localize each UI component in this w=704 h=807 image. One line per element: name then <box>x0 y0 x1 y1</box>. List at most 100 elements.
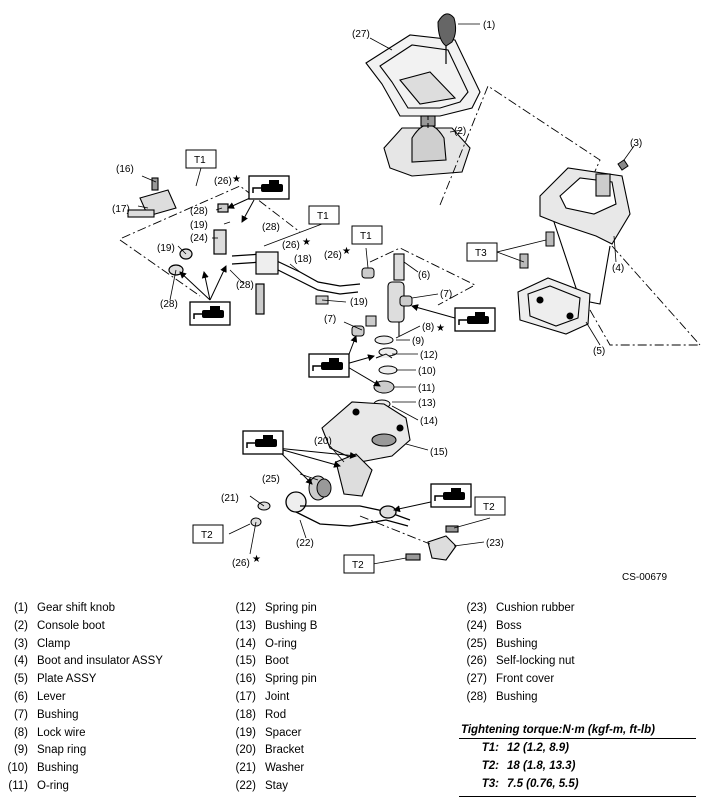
callout-8: (8) <box>422 322 434 333</box>
console-boot-part <box>383 115 471 177</box>
legend-part-name: Boot and insulator ASSY <box>37 655 163 668</box>
callout-19c: (19) <box>350 297 368 308</box>
callout-28b: (28) <box>262 222 280 233</box>
callout-9: (9) <box>412 336 424 347</box>
legend-number: (25) <box>466 637 487 650</box>
legend-part-name: Spring pin <box>265 602 317 614</box>
callout-7b: (7) <box>324 314 336 325</box>
legend-number: (20) <box>235 744 256 757</box>
legend-number: (24) <box>466 619 487 632</box>
legend-part-name: Console boot <box>37 619 105 632</box>
callout-25: (25) <box>262 474 280 485</box>
legend-number: (8) <box>13 726 28 739</box>
clamp-part <box>617 159 629 171</box>
legend-row: (16) Spring pin <box>230 671 317 689</box>
callout-24: (24) <box>190 233 208 244</box>
legend-part-name: Boss <box>496 619 522 632</box>
parts-legend-column-1: (1)Gear shift knob(2) Console boot (3) Clam… <box>0 600 163 796</box>
callout-28c: (28) <box>236 280 254 291</box>
plate-assy-part <box>517 277 591 335</box>
torque-row: T3:7.5 (0.76, 5.5) <box>459 775 696 793</box>
legend-row: (1)Gear shift knob <box>0 600 163 618</box>
grease-gun-icon <box>454 307 496 332</box>
legend-number: (4) <box>13 655 28 668</box>
callout-22: (22) <box>296 538 314 549</box>
legend-row: (14)O-ring <box>230 636 317 654</box>
boot-15-part <box>321 401 411 463</box>
legend-number: (23) <box>466 602 487 614</box>
callout-17: (17) <box>112 204 130 215</box>
legend-row: (12)Spring pin <box>230 600 317 618</box>
legend-part-name: Washer <box>265 762 305 775</box>
legend-row: (9)Snap ring <box>0 742 163 760</box>
legend-part-name: Spring pin <box>265 673 317 686</box>
stay-part <box>285 491 411 527</box>
leader-lines <box>137 23 635 555</box>
tag-t2-a: T2 <box>483 502 495 513</box>
legend-number: (15) <box>235 655 256 668</box>
legend-part-name: Spacer <box>265 726 302 739</box>
grease-gun-icon <box>189 301 231 326</box>
legend-row: (20)Bracket <box>230 742 317 760</box>
legend-number: (21) <box>235 762 256 775</box>
callout-21: (21) <box>221 493 239 504</box>
callout-20: (20) <box>314 436 332 447</box>
cushion-rubber-part <box>405 525 459 561</box>
legend-number: (11) <box>8 779 28 792</box>
legend-row: (8)Lock wire <box>0 725 163 743</box>
legend-row: (25)Bushing <box>461 636 575 654</box>
legend-part-name: Bushing B <box>265 619 318 632</box>
legend-row: (3) Clamp <box>0 636 163 654</box>
callout-16: (16) <box>116 164 134 175</box>
torque-value: 18 (1.8, 13.3) <box>507 760 576 772</box>
star-icon: ★ <box>252 554 261 565</box>
legend-part-name: Clamp <box>37 637 71 650</box>
torque-table-title: Tightening torque:N·m (kgf-m, ft-lb) <box>459 724 696 739</box>
front-cover-part <box>365 34 481 117</box>
torque-value: 12 (1.2, 8.9) <box>507 742 570 754</box>
callout-26d: (26) <box>232 558 250 569</box>
legend-number: (16) <box>235 673 256 686</box>
legend-number: (22) <box>235 779 256 792</box>
legend-row: (19)Spacer <box>230 725 317 743</box>
legend-row: (21) Washer <box>230 760 317 778</box>
legend-row: (13) Bushing B <box>230 618 318 636</box>
tag-t2-b: T2 <box>201 530 213 541</box>
legend-part-name: Rod <box>265 708 287 721</box>
callout-labels: (1) (27) (2) (3) (4) (5) (6) (7) (7) (8)… <box>112 20 642 569</box>
callout-2: (2) <box>454 126 466 137</box>
t3-bolts <box>519 231 555 269</box>
callout-28a: (28) <box>190 206 208 217</box>
star-icon: ★ <box>342 246 351 257</box>
callout-13: (13) <box>418 398 436 409</box>
callout-5: (5) <box>593 346 605 357</box>
legend-number: (5) <box>13 673 28 686</box>
torque-value: 7.5 (0.76, 5.5) <box>507 778 579 790</box>
legend-number: (13) <box>235 619 256 632</box>
parts-legend-column-3: (23)Cushion rubber(24)Boss(25)Bushing(26… <box>461 600 575 707</box>
callout-28d: (28) <box>160 299 178 310</box>
legend-row: (24) Boss <box>461 618 575 636</box>
boot-and-insulator-assy-part <box>539 167 631 305</box>
callout-26c: (26) <box>324 250 342 261</box>
bushing-25-part <box>308 475 332 501</box>
tag-t3: T3 <box>475 248 487 259</box>
tag-t1-b: T1 <box>317 211 329 222</box>
legend-number: (2) <box>13 619 28 632</box>
callout-19: (19) <box>190 220 208 231</box>
tag-t1-a: T1 <box>194 155 206 166</box>
legend-row: (11)O-ring <box>0 778 163 796</box>
legend-row: (17)Joint <box>230 689 317 707</box>
legend-part-name: Gear shift knob <box>37 602 115 614</box>
legend-part-name: Joint <box>265 690 290 703</box>
legend-row: (27)Front cover <box>461 671 575 689</box>
legend-row: (2) Console boot <box>0 618 163 636</box>
star-icon: ★ <box>436 323 445 334</box>
legend-number: (26) <box>466 655 487 668</box>
callout-12: (12) <box>420 350 438 361</box>
tag-t1-c: T1 <box>360 231 372 242</box>
legend-number: (3) <box>13 637 28 650</box>
legend-row: (4) Boot and insulator ASSY <box>0 653 163 671</box>
legend-number: (6) <box>13 690 28 703</box>
legend-number: (7) <box>13 708 28 721</box>
